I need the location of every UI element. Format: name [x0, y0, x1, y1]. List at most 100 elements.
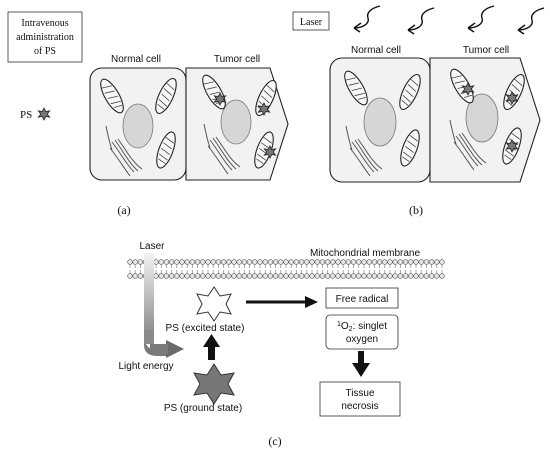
lipid-head: [361, 259, 367, 265]
lipid-head: [309, 259, 315, 265]
caption-c: (c): [268, 434, 281, 448]
lipid-head: [340, 259, 346, 265]
lipid-head: [158, 259, 164, 265]
lipid-head: [241, 259, 248, 265]
singlet-o: O: [341, 321, 349, 332]
lipid-head: [267, 273, 274, 279]
panel-b: Laser Normal cell Tumor cell: [292, 5, 545, 217]
lipid-head: [402, 273, 409, 279]
ps-ground-label: PS (ground state): [164, 403, 242, 414]
lipid-head: [397, 259, 404, 265]
lipid-head: [272, 259, 279, 265]
lipid-head: [174, 273, 180, 279]
lipid-head: [330, 273, 336, 279]
ps-excited-star-icon: [196, 286, 232, 322]
necrosis-line2: necrosis: [341, 401, 378, 412]
lipid-head: [174, 259, 180, 265]
nucleus: [363, 97, 397, 147]
ps-ground-star-icon: [193, 363, 235, 405]
necrosis-line1: Tissue: [345, 388, 375, 399]
laser-arrow-icon: [467, 5, 495, 33]
lipid-head: [205, 259, 211, 265]
nucleus: [220, 99, 252, 145]
lipid-head: [236, 259, 242, 265]
lipid-head: [314, 273, 320, 279]
lipid-head: [413, 273, 419, 279]
lipid-head: [293, 273, 300, 279]
laser-label-c: Laser: [139, 241, 165, 252]
lipid-head: [179, 273, 185, 279]
lipid-head: [267, 259, 274, 265]
lipid-head: [298, 273, 305, 279]
singlet-oxygen-line2: oxygen: [346, 334, 378, 345]
lipid-head: [309, 273, 315, 279]
lipid-head: [163, 273, 170, 279]
lipid-head: [220, 259, 227, 265]
lipid-head: [163, 259, 170, 265]
lipid-head: [371, 273, 378, 279]
normal-cell-label-b: Normal cell: [351, 45, 401, 56]
tissue-necrosis-box: [319, 381, 401, 417]
iv-admin-line3: of PS: [34, 46, 56, 57]
lipid-head: [345, 273, 352, 279]
lipid-head: [382, 273, 388, 279]
lipid-head: [335, 259, 341, 265]
lipid-head: [220, 273, 227, 279]
lipid-head: [158, 273, 164, 279]
singlet-sub: 2: [349, 326, 353, 333]
lipid-head: [324, 273, 331, 279]
tumor-cell-label-b: Tumor cell: [463, 45, 509, 56]
lipid-head: [434, 273, 440, 279]
iv-admin-line1: Intravenous: [21, 18, 68, 29]
lipid-head: [257, 259, 263, 265]
lipid-head: [428, 273, 435, 279]
lipid-head: [428, 259, 435, 265]
iv-admin-line2: administration: [16, 32, 74, 43]
lipid-head: [179, 259, 185, 265]
singlet-rest: : singlet: [353, 321, 388, 332]
singlet-sup: 1: [337, 321, 341, 328]
caption-a: (a): [117, 203, 130, 217]
lipid-head: [387, 259, 393, 265]
lipid-head: [356, 259, 362, 265]
lipid-head: [200, 259, 206, 265]
membrane-label: Mitochondrial membrane: [310, 248, 420, 259]
lipid-head: [283, 259, 289, 265]
lipid-head: [283, 273, 289, 279]
lipid-head: [127, 273, 133, 279]
lipid-head: [319, 273, 326, 279]
laser-arrow-icon: [407, 7, 435, 35]
lipid-head: [350, 259, 357, 265]
tumor-cell-b: [429, 57, 541, 183]
lipid-head: [304, 259, 310, 265]
necrosis-arrow-icon: [352, 351, 370, 377]
lipid-head: [376, 273, 383, 279]
laser-box: [292, 11, 330, 31]
lipid-head: [340, 273, 346, 279]
lipid-head: [288, 259, 294, 265]
lipid-head: [366, 259, 372, 265]
lipid-head: [408, 273, 414, 279]
lipid-head: [205, 273, 211, 279]
lipid-head: [298, 259, 305, 265]
lipid-head: [200, 273, 206, 279]
lipid-head: [137, 273, 144, 279]
excitation-arrow-icon: [203, 334, 220, 360]
lipid-head: [439, 273, 445, 279]
lipid-head: [288, 273, 294, 279]
ps-excited-label: PS (excited state): [166, 323, 245, 334]
lipid-head: [324, 259, 331, 265]
normal-cell-a: [89, 67, 187, 181]
lipid-head: [262, 273, 268, 279]
lipid-head: [236, 273, 242, 279]
free-radical-label: Free radical: [336, 294, 389, 305]
lipid-head: [215, 259, 222, 265]
lipid-head: [184, 273, 190, 279]
lipid-head: [184, 259, 190, 265]
lipid-head: [304, 273, 310, 279]
laser-arrow-icon: [353, 5, 381, 33]
lipid-head: [252, 273, 258, 279]
lipid-head: [210, 259, 216, 265]
light-energy-label: Light energy: [118, 361, 173, 372]
